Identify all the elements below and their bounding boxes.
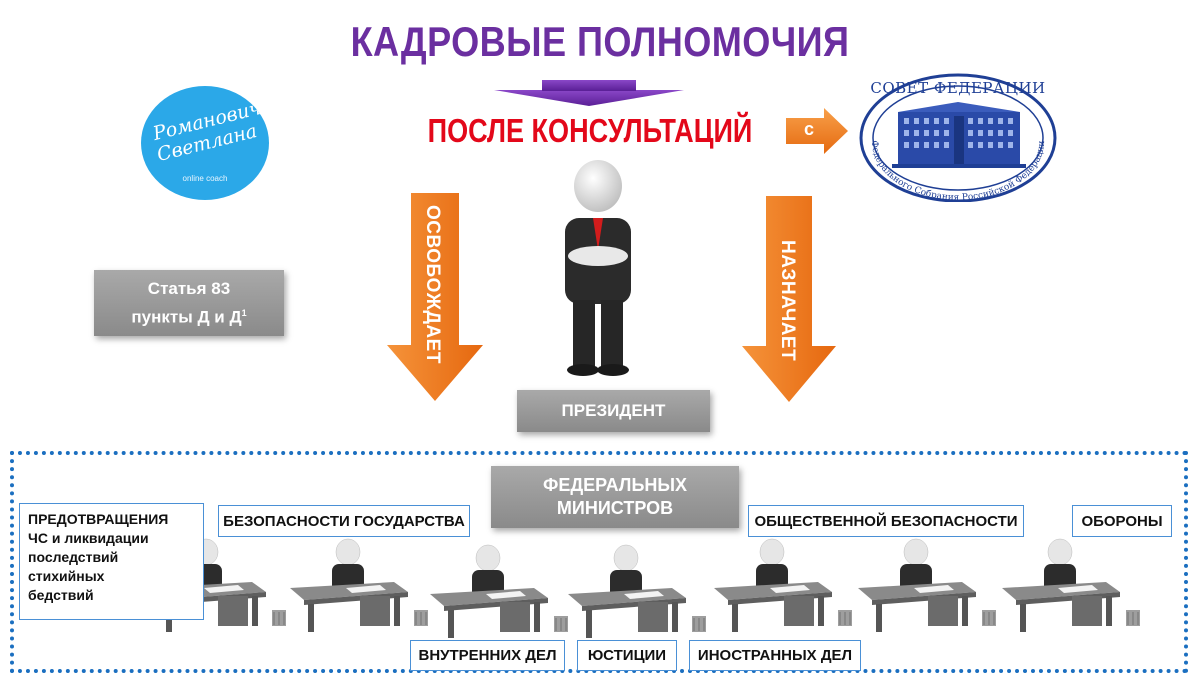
logo-caption: online coach [182, 174, 228, 183]
release-label: ОСВОБОЖДАЕТ [422, 205, 443, 364]
ministry-emergency: ПРЕДОТВРАЩЕНИЯ ЧС и ликвидации последств… [19, 503, 204, 620]
desk-figure-3 [429, 544, 569, 639]
appoint-label: НАЗНАЧАЕТ [777, 240, 798, 362]
page-title: КАДРОВЫЕ ПОЛНОМОЧИЯ [350, 18, 850, 65]
purple-down-arrow [494, 80, 684, 106]
article-line2: пункты Д и Д1 [131, 307, 247, 327]
president-label: ПРЕЗИДЕНТ [517, 390, 710, 432]
ministries-frame [10, 451, 1188, 673]
subtitle: ПОСЛЕ КОНСУЛЬТАЦИЙ [427, 112, 753, 149]
ministry-internal: ВНУТРЕННИХ ДЕЛ [410, 640, 565, 671]
emergency-line2: ЧС и ликвидации [28, 530, 149, 546]
seal-top-text: СОВЕТ ФЕДЕРАЦИИ [870, 79, 1046, 97]
emergency-line4: стихийных [28, 568, 105, 584]
release-arrow: ОСВОБОЖДАЕТ [387, 193, 483, 401]
ministry-defense: ОБОРОНЫ [1072, 505, 1172, 537]
article-box: Статья 83 пункты Д и Д1 [94, 270, 284, 336]
ministry-public-security: ОБЩЕСТВЕННОЙ БЕЗОПАСНОСТИ [748, 505, 1024, 537]
emergency-line3: последствий [28, 549, 119, 565]
desk-figure-2 [289, 538, 429, 633]
federal-ministers-box: ФЕДЕРАЛЬНЫХ МИНИСТРОВ [491, 466, 739, 528]
ministers-line2: МИНИСТРОВ [556, 498, 674, 518]
article-line1: Статья 83 [147, 278, 231, 298]
ministers-line1: ФЕДЕРАЛЬНЫХ [542, 475, 688, 495]
ministry-state-security: БЕЗОПАСНОСТИ ГОСУДАРСТВА [218, 505, 470, 537]
ministry-foreign: ИНОСТРАННЫХ ДЕЛ [689, 640, 861, 671]
appoint-arrow: НАЗНАЧАЕТ [742, 196, 836, 402]
federation-council-seal: Федерального Собрания Российской Федерац… [858, 72, 1058, 202]
emergency-line5: бедствий [28, 587, 94, 603]
desk-figure-4 [567, 544, 707, 639]
desk-figure-5 [713, 538, 853, 633]
desk-figure-6 [857, 538, 997, 633]
coach-logo: Романович Светлана online coach [141, 86, 269, 200]
emergency-line1: ПРЕДОТВРАЩЕНИЯ [28, 511, 169, 527]
president-figure [565, 160, 631, 376]
with-arrow: с [786, 108, 848, 154]
article-sup: 1 [241, 307, 247, 318]
with-label: с [804, 119, 815, 139]
desk-figure-7 [1001, 538, 1141, 633]
ministry-justice: ЮСТИЦИИ [577, 640, 677, 671]
